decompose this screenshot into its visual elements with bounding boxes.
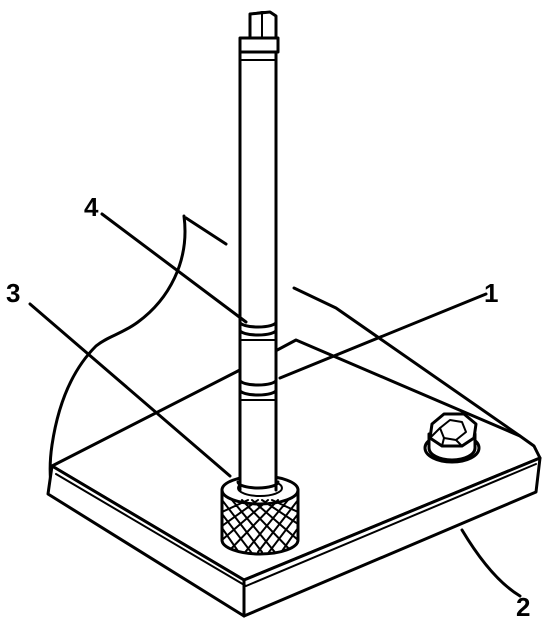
housing-cutaway-outline	[48, 214, 187, 494]
callout-1: 1	[484, 278, 498, 308]
callout-2: 2	[516, 592, 530, 622]
shaft-groove-ring	[238, 320, 278, 341]
leader-line-1	[278, 292, 488, 380]
callout-4: 4	[84, 192, 99, 222]
leader-line-2	[460, 528, 522, 598]
hex-bolt	[423, 412, 481, 464]
leader-line-3	[28, 302, 232, 478]
housing-cutaway-tick	[184, 216, 228, 246]
leader-line-4	[100, 212, 248, 324]
base-plate	[46, 286, 542, 618]
shaft	[236, 10, 280, 492]
callout-3: 3	[6, 278, 20, 308]
shaft-groove-ring-lower	[238, 378, 278, 401]
knurl-pattern	[222, 499, 298, 554]
